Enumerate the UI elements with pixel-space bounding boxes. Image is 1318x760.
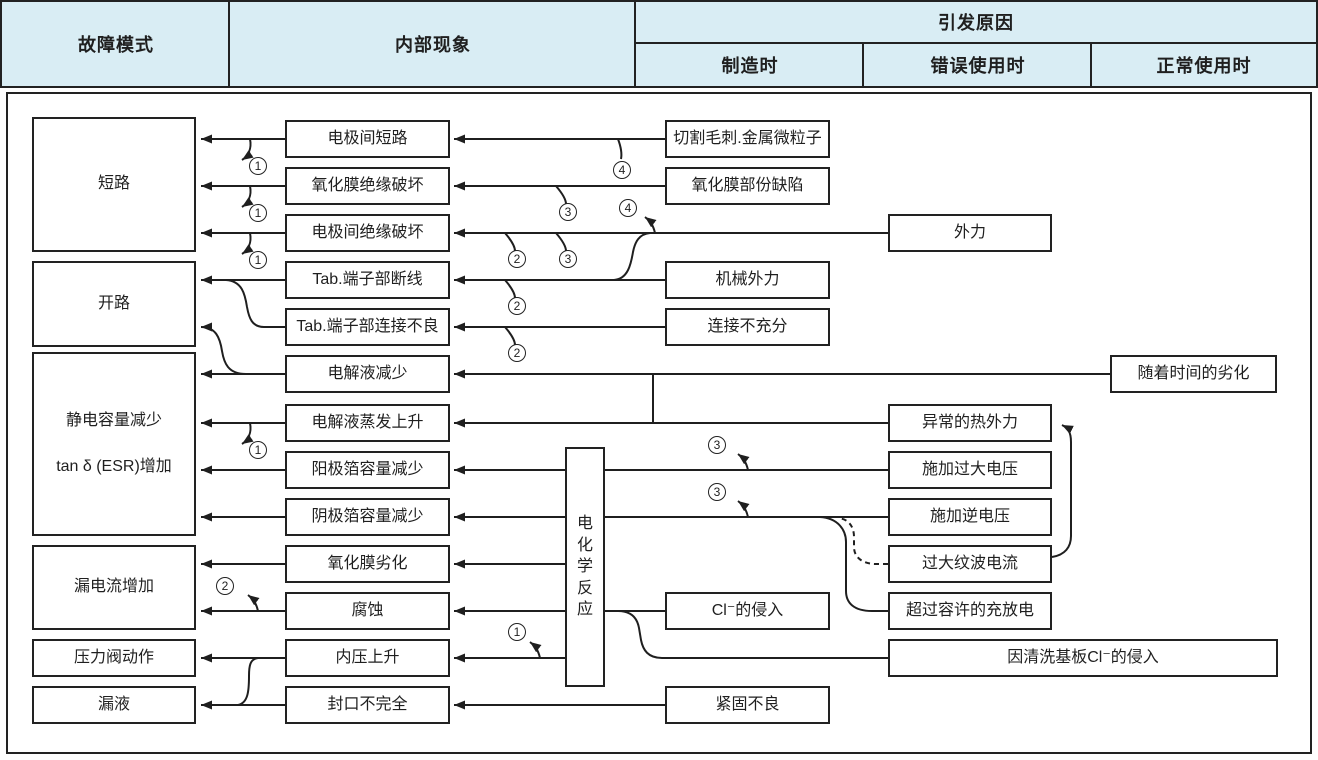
node-cause-cutting-burr-metal-particles: 切割毛刺.金属微粒子: [665, 120, 830, 158]
connector-number-3: 3: [708, 483, 726, 501]
node-internal-corrosion: 腐蚀: [285, 592, 450, 630]
table-header: 故障模式 内部现象 引发原因 制造时 错误使用时 正常使用时: [0, 0, 1318, 88]
header-internal-phenomenon: 内部现象: [395, 35, 471, 55]
node-label-secondary: tan δ (ESR)增加: [56, 458, 172, 475]
node-cause-insufficient-connection: 连接不充分: [665, 308, 830, 346]
header-trigger-cause: 引发原因: [938, 13, 1014, 33]
header-misuse: 错误使用时: [930, 56, 1026, 76]
node-cause-poor-fastening: 紧固不良: [665, 686, 830, 724]
node-fault-open-circuit: 开路: [32, 261, 196, 347]
node-internal-tab-terminal-poor-connection: Tab.端子部连接不良: [285, 308, 450, 346]
connector-number-2: 2: [508, 250, 526, 268]
connector-number-1: 1: [508, 623, 526, 641]
connector-number-1: 1: [249, 251, 267, 269]
node-label: 异常的热外力: [921, 413, 1018, 431]
node-internal-electrolyte-evaporation: 电解液蒸发上升: [285, 404, 450, 442]
connector-number-3: 3: [559, 203, 577, 221]
node-cause-reverse-voltage: 施加逆电压: [888, 498, 1052, 536]
node-label: 氧化膜绝缘破坏: [311, 176, 424, 194]
node-label: 阴极箔容量减少: [311, 507, 424, 525]
node-internal-cathode-foil-capacity-decrease: 阴极箔容量减少: [285, 498, 450, 536]
node-internal-tab-terminal-disconnection: Tab.端子部断线: [285, 261, 450, 299]
node-fault-liquid-leakage: 漏液: [32, 686, 196, 724]
node-internal-oxide-film-insulation-breakdown: 氧化膜绝缘破坏: [285, 167, 450, 205]
node-label: 腐蚀: [351, 601, 384, 619]
node-internal-anode-foil-capacity-decrease: 阳极箔容量减少: [285, 451, 450, 489]
node-label: 随着时间的劣化: [1137, 364, 1250, 382]
node-label: 电极间绝缘破坏: [311, 223, 424, 241]
node-label: 电解液蒸发上升: [311, 413, 424, 431]
node-label: 过大纹波电流: [921, 554, 1018, 572]
connector-number-1: 1: [249, 204, 267, 222]
node-label: 施加过大电压: [921, 460, 1018, 478]
node-internal-incomplete-sealing: 封口不完全: [285, 686, 450, 724]
node-label: Tab.端子部断线: [312, 270, 423, 288]
node-label: 紧固不良: [715, 695, 780, 713]
node-label: Cl⁻的侵入: [711, 601, 784, 619]
header-divider: [1090, 44, 1092, 86]
node-fault-short-circuit: 短路: [32, 117, 196, 252]
connector-number-1: 1: [249, 441, 267, 459]
header-manufacturing: 制造时: [721, 56, 779, 76]
node-label: 漏电流增加: [73, 578, 154, 596]
node-label: 施加逆电压: [929, 507, 1010, 525]
node-cause-external-force: 外力: [888, 214, 1052, 252]
node-label: 连接不充分: [707, 317, 788, 335]
header-divider: [228, 2, 230, 86]
node-label: 开路: [97, 294, 130, 312]
node-label: 电解液减少: [327, 364, 408, 382]
connector-number-2: 2: [216, 577, 234, 595]
node-cause-cl-ion-intrusion: Cl⁻的侵入: [665, 592, 830, 630]
node-label: 静电容量减少: [65, 411, 162, 429]
connector-number-2: 2: [508, 344, 526, 362]
node-cause-board-cleaning-cl-intrusion: 因清洗基板Cl⁻的侵入: [888, 639, 1278, 677]
node-internal-electrode-short: 电极间短路: [285, 120, 450, 158]
node-cause-oxide-film-partial-defect: 氧化膜部份缺陷: [665, 167, 830, 205]
node-fault-capacitance-decrease: 静电容量减少 tan δ (ESR)增加: [32, 352, 196, 536]
header-normal-use: 正常使用时: [1156, 56, 1252, 76]
node-fault-leakage-current-increase: 漏电流增加: [32, 545, 196, 630]
connector-number-2: 2: [508, 297, 526, 315]
node-label: 电 化 学 反 应: [576, 515, 593, 619]
header-divider: [862, 44, 864, 86]
node-label: 内压上升: [335, 648, 400, 666]
node-cause-over-charge-discharge: 超过容许的充放电: [888, 592, 1052, 630]
node-label: 超过容许的充放电: [905, 601, 1034, 619]
node-label: 阳极箔容量减少: [311, 460, 424, 478]
connector-number-4: 4: [613, 161, 631, 179]
connector-number-3: 3: [708, 436, 726, 454]
header-fault-mode: 故障模式: [78, 35, 154, 55]
node-label: 短路: [97, 175, 130, 193]
connector-number-1: 1: [249, 157, 267, 175]
node-internal-electrolyte-decrease: 电解液减少: [285, 355, 450, 393]
node-internal-oxide-film-degradation: 氧化膜劣化: [285, 545, 450, 583]
header-divider: [634, 42, 1316, 44]
node-label: 因清洗基板Cl⁻的侵入: [1007, 648, 1159, 666]
node-label: 外力: [953, 223, 986, 241]
node-label: 压力阀动作: [73, 648, 154, 666]
node-cause-mechanical-force: 机械外力: [665, 261, 830, 299]
node-cause-excessive-ripple-current: 过大纹波电流: [888, 545, 1052, 583]
node-label: 氧化膜部份缺陷: [691, 176, 804, 194]
node-label: 切割毛刺.金属微粒子: [673, 129, 822, 147]
node-internal-electrode-insulation-breakdown: 电极间绝缘破坏: [285, 214, 450, 252]
connector-number-3: 3: [559, 250, 577, 268]
header-divider: [634, 2, 636, 86]
node-cause-abnormal-heat: 异常的热外力: [888, 404, 1052, 442]
node-label: Tab.端子部连接不良: [296, 317, 439, 335]
node-fault-pressure-valve-operation: 压力阀动作: [32, 639, 196, 677]
node-internal-pressure-rise: 内压上升: [285, 639, 450, 677]
node-label: 氧化膜劣化: [327, 554, 408, 572]
node-label: 机械外力: [715, 270, 780, 288]
node-cause-excessive-voltage: 施加过大电压: [888, 451, 1052, 489]
connector-number-4: 4: [619, 199, 637, 217]
node-label: 电极间短路: [327, 129, 408, 147]
node-label: 封口不完全: [327, 695, 408, 713]
node-label: 漏液: [97, 695, 130, 713]
node-cause-degradation-over-time: 随着时间的劣化: [1110, 355, 1277, 393]
node-electrochemical-reaction: 电 化 学 反 应: [565, 447, 605, 687]
